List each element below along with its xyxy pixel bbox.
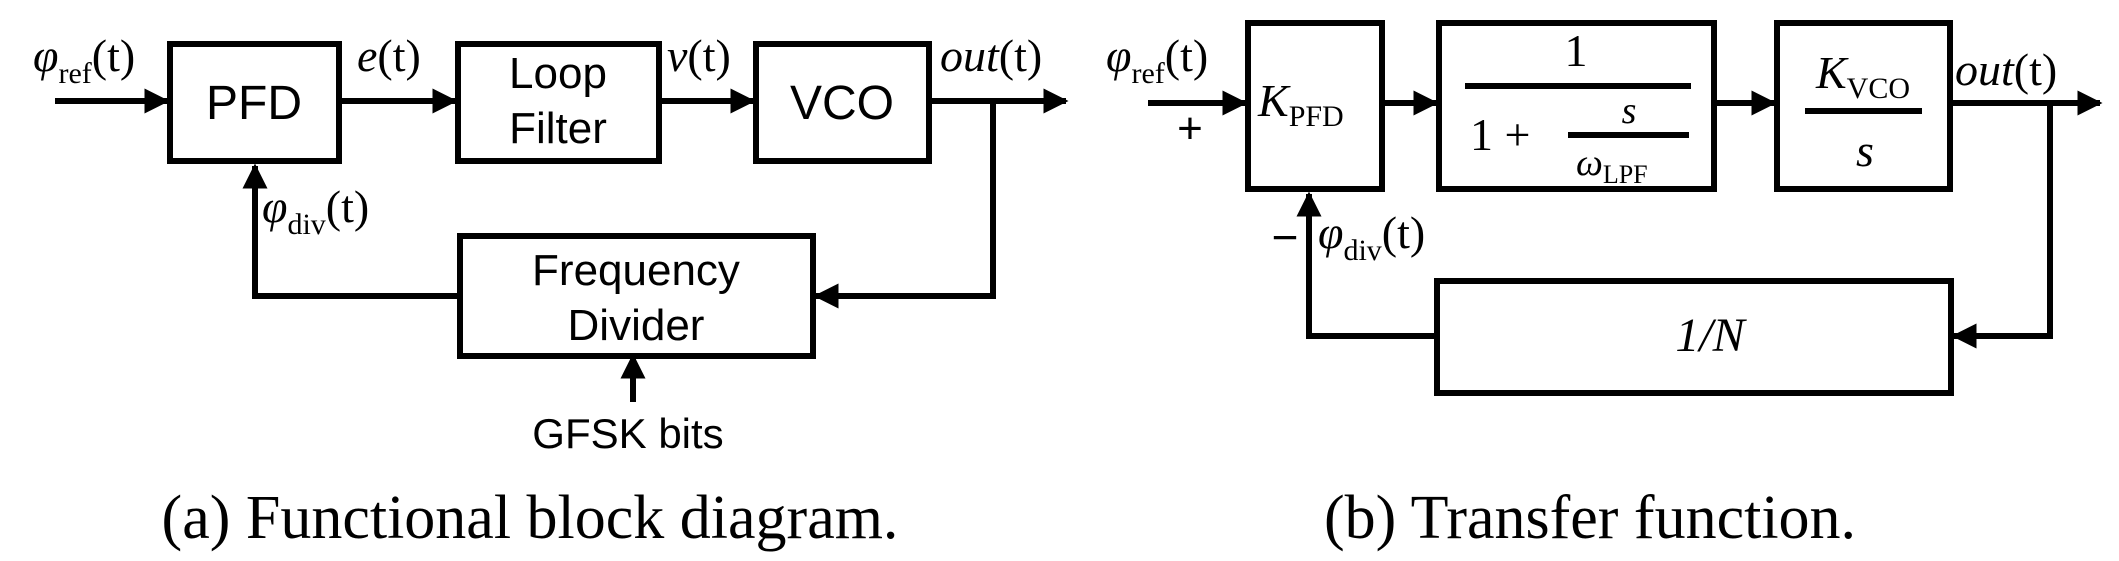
b-lpf-transfer-expression: 1 1 + s ωLPF [1465,25,1691,189]
b-lpf-block [1436,20,1717,192]
a-phi-div-label: φdiv(t) [262,181,369,241]
panel-b-transfer-function: KPFD 1 1 + s ωLPF KVCO s 1/N φref(t) + o… [1106,20,2103,552]
a-vco-block [753,41,932,164]
b-kvco-transfer-expression: KVCO s [1805,47,1922,176]
b-divider-block [1434,278,1954,396]
a-e-label: e(t) [357,30,421,81]
b-minus-sign: − [1272,211,1299,263]
b-kvco-denominator: s [1856,125,1874,176]
b-kpfd-label: KPFD [1257,75,1344,133]
a-out-label: out(t) [940,30,1042,81]
b-caption: (b) Transfer function. [1324,484,1856,552]
b-divider-label: 1/N [1675,309,1747,362]
b-lpf-numerator: 1 [1565,25,1588,76]
a-divider-to-pfd-arrow [242,163,460,299]
a-vco-label: VCO [790,77,894,130]
a-frequency-label: Frequency [532,246,740,295]
b-out-label: out(t) [1955,44,2057,95]
a-gfsk-bits-label: GFSK bits [532,410,723,457]
panel-a-functional-block-diagram: PFD Loop Filter VCO Frequency Divider GF… [33,30,1069,552]
b-kvco-block [1774,20,1953,192]
b-divider-to-kpfd-arrow [1296,191,1437,339]
b-plus-sign: + [1177,104,1203,153]
b-phi-div-label: φdiv(t) [1318,207,1425,267]
a-frequency-divider-block [457,233,816,359]
a-caption: (a) Functional block diagram. [162,484,899,552]
b-lpf-inner-numerator: s [1622,90,1637,132]
b-lpf-denominator-prefix: 1 + [1470,109,1530,160]
a-filter-label: Filter [509,104,607,153]
a-phi-ref-label: φref(t) [33,30,135,90]
a-loop-label: Loop [509,49,607,98]
b-lpf-inner-denominator: ωLPF [1576,142,1648,189]
a-pfd-label: PFD [206,77,302,130]
b-kpfd-block [1245,20,1385,192]
b-phi-ref-label: φref(t) [1106,30,1208,90]
a-v-label: v(t) [667,30,731,81]
a-divider-label: Divider [568,301,705,350]
a-loop-filter-block [455,41,662,164]
b-feedback-to-divider-arrow [1951,103,2053,349]
a-feedback-to-divider-arrow [813,101,996,309]
b-kvco-numerator: KVCO [1815,47,1910,105]
a-pfd-block [167,41,342,164]
